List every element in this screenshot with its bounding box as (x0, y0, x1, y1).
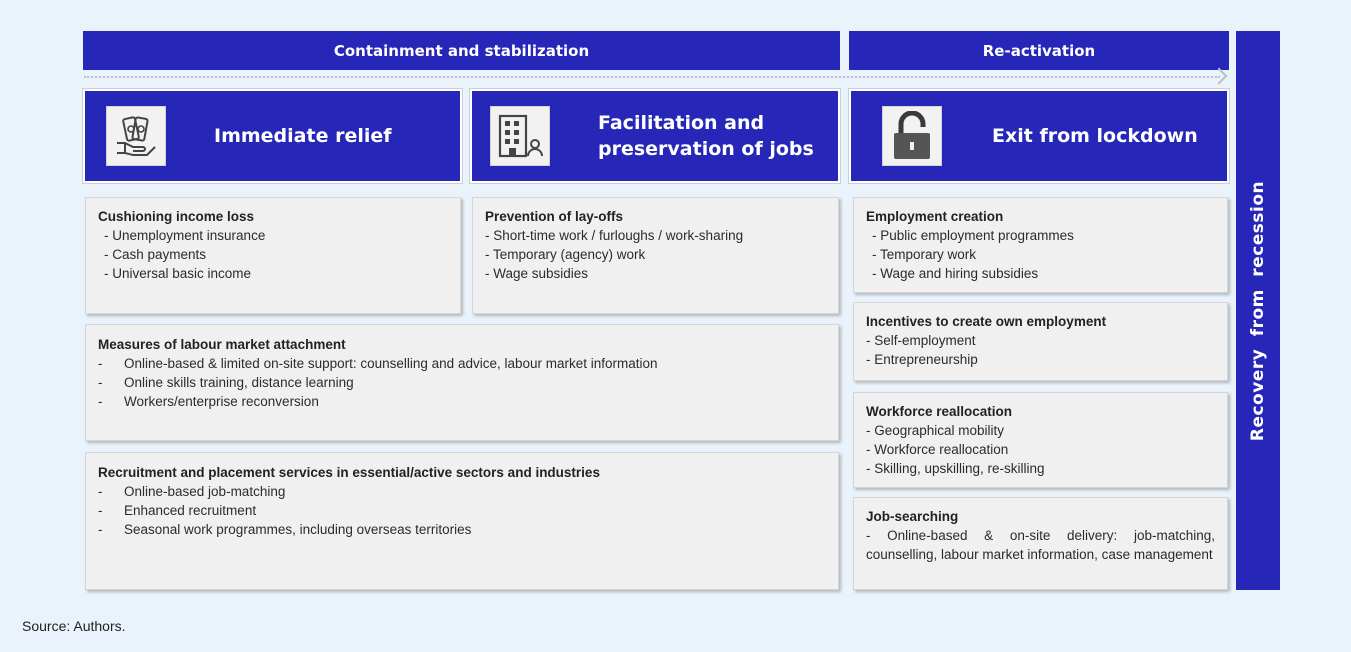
pillar-facilitation-title-line1: Facilitation and (598, 112, 765, 134)
card-cushioning-income-loss: Cushioning income loss - Unemployment in… (85, 197, 461, 314)
card-heading: Prevention of lay-offs (485, 209, 624, 224)
card-prevention-of-layoffs: Prevention of lay-offs - Short-time work… (472, 197, 839, 314)
pillar-facilitation-title-line2: preservation of jobs (598, 138, 814, 160)
list-item: - Seasonal work programmes, including ove… (98, 520, 826, 539)
dash-marker: - (98, 375, 103, 390)
list-item: - Enhanced recruitment (98, 501, 826, 520)
list-item: - Short-time work / furloughs / work-sha… (485, 228, 744, 243)
card-heading: Cushioning income loss (98, 209, 255, 224)
pillar-exit-lockdown: Exit from lockdown (849, 89, 1229, 183)
timeline-arrow-head-icon (1210, 67, 1228, 85)
pillar-facilitation-preservation: Facilitation and preservation of jobs (470, 89, 840, 183)
dash-marker: - (98, 503, 103, 518)
dash-marker: - (98, 522, 103, 537)
list-item-text: Workers/enterprise reconversion (124, 394, 319, 409)
card-heading: Employment creation (866, 209, 1004, 224)
card-heading: Recruitment and placement services in es… (98, 465, 600, 480)
pillar-immediate-relief: Immediate relief (83, 89, 462, 183)
card-heading: Measures of labour market attachment (98, 337, 346, 352)
list-item: - Unemployment insurance (104, 228, 266, 243)
recovery-side-bar: Recovery from recession (1236, 31, 1280, 590)
source-note: Source: Authors. (22, 618, 126, 634)
list-item: - Universal basic income (104, 266, 252, 281)
pillar-exit-lockdown-title: Exit from lockdown (992, 125, 1198, 147)
list-item: - Online-based job-matching (98, 482, 826, 501)
card-heading: Job-searching (866, 509, 959, 524)
list-item: - Workforce reallocation (866, 442, 1009, 457)
card-recruitment-placement: Recruitment and placement services in es… (85, 452, 839, 590)
list-item: - Cash payments (104, 247, 207, 262)
dash-marker: - (98, 356, 103, 371)
card-incentives-own-employment: Incentives to create own employment - Se… (853, 302, 1228, 381)
list-item: - Geographical mobility (866, 423, 1005, 438)
phase-containment-header: Containment and stabilization (83, 31, 840, 70)
list-item-text: Enhanced recruitment (124, 503, 257, 518)
pillar-facilitation-title: Facilitation and preservation of jobs (598, 110, 814, 162)
card-heading: Incentives to create own employment (866, 314, 1107, 329)
card-job-searching: Job-searching - Online-based & on-site d… (853, 497, 1228, 590)
list-item: - Online-based & limited on-site support:… (98, 354, 826, 373)
card-employment-creation: Employment creation - Public employment … (853, 197, 1228, 293)
hand-money-icon (106, 106, 166, 166)
list-item-text: Online-based & limited on-site support: … (124, 356, 658, 371)
timeline-arrow-line (84, 76, 1220, 78)
card-labour-market-attachment: Measures of labour market attachment - On… (85, 324, 839, 441)
list-item: - Workers/enterprise reconversion (98, 392, 826, 411)
list-item: - Wage subsidies (485, 266, 589, 281)
list-item-text: Seasonal work programmes, including over… (124, 522, 472, 537)
list-item-text: Online-based job-matching (124, 484, 286, 499)
dash-marker: - (98, 484, 103, 499)
building-person-icon (490, 106, 550, 166)
list-item-text: Online skills training, distance learnin… (124, 375, 354, 390)
list-item: - Temporary work (872, 247, 977, 262)
card-workforce-reallocation: Workforce reallocation - Geographical mo… (853, 392, 1228, 488)
list-item: - Temporary (agency) work (485, 247, 646, 262)
phase-reactivation-header: Re-activation (849, 31, 1229, 70)
card-text: - Online-based & on-site delivery: job-m… (866, 528, 1215, 562)
list-item: - Online skills training, distance learni… (98, 373, 826, 392)
list-item: - Public employment programmes (872, 228, 1074, 243)
list-item: - Wage and hiring subsidies (872, 266, 1039, 281)
unlocked-padlock-icon (882, 106, 942, 166)
list-item: - Self-employment (866, 333, 976, 348)
pillar-immediate-relief-title: Immediate relief (214, 125, 392, 147)
list-item: - Entrepreneurship (866, 352, 978, 367)
recovery-side-label: Recovery from recession (1248, 180, 1268, 441)
card-heading: Workforce reallocation (866, 404, 1013, 419)
dash-marker: - (98, 394, 103, 409)
list-item: - Skilling, upskilling, re-skilling (866, 461, 1045, 476)
